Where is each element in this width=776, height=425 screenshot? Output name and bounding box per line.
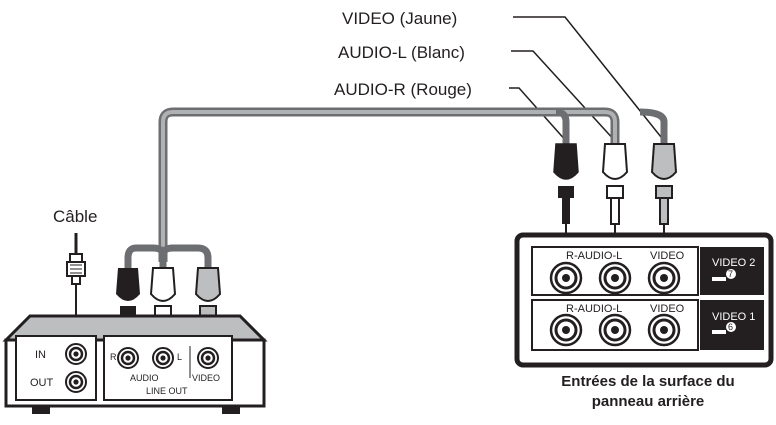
rca-jack-icon	[598, 313, 632, 347]
tv-badge-video1: VIDEO 1	[712, 311, 755, 323]
leader-video	[513, 16, 666, 143]
tv-badge-bar	[712, 277, 726, 281]
vcr-l-label: L	[177, 352, 182, 362]
tv-badge-num-bg	[726, 269, 736, 279]
rca-jack-icon	[647, 313, 681, 347]
label-cable: Câble	[53, 207, 97, 226]
tv-badge-bar	[712, 330, 726, 334]
coax-plug-icon	[66, 253, 86, 285]
tv-badge-video2: VIDEO 2	[712, 257, 755, 269]
label-audio-r-cable: AUDIO-R (Rouge)	[334, 80, 472, 99]
cable-bundle	[124, 107, 668, 268]
tv-row2-r-audio-l: R-AUDIO-L	[566, 303, 622, 315]
tv-panel-caption-line1: Entrées de la surface du	[561, 373, 734, 390]
vcr-device: IN OUT R L AUDIO VIDEO LINE OUT	[2, 314, 268, 414]
rca-jack-icon	[196, 346, 220, 370]
vcr-video-label: VIDEO	[192, 373, 220, 383]
label-video-cable: VIDEO (Jaune)	[342, 9, 457, 28]
tv-panel-caption-line2: panneau arrière	[592, 393, 705, 410]
vcr-r-label: R	[110, 352, 117, 362]
rca-jack-icon	[116, 346, 140, 370]
tv-plugs	[553, 143, 678, 248]
rca-plug-icon	[650, 143, 678, 248]
tv-row1-video: VIDEO	[650, 250, 685, 262]
vcr-in-label: IN	[35, 349, 46, 361]
rca-plug-icon	[553, 143, 579, 248]
tv-row1-r-audio-l: R-AUDIO-L	[566, 250, 622, 262]
rca-jack-icon	[549, 261, 583, 295]
coax-jack-icon	[64, 370, 88, 394]
tv-rear-panel: R-AUDIO-L VIDEO VIDEO 2 7 R-AUDIO-L VIDE…	[514, 232, 774, 368]
rca-jack-icon	[151, 346, 175, 370]
tv-badge-num-7: 7	[728, 269, 733, 279]
vcr-line-out-label: LINE OUT	[146, 386, 188, 396]
antenna-cable: Câble	[53, 207, 97, 340]
tv-badge-num-bg	[726, 322, 736, 332]
tv-badge-num-6: 6	[728, 322, 733, 332]
rca-jack-icon	[647, 261, 681, 295]
vcr-audio-label: AUDIO	[130, 373, 159, 383]
tv-row2-video: VIDEO	[650, 303, 685, 315]
vcr-out-label: OUT	[30, 377, 54, 389]
rca-jack-icon	[598, 261, 632, 295]
rca-jack-icon	[549, 313, 583, 347]
coax-jack-icon	[64, 342, 88, 366]
label-audio-l-cable: AUDIO-L (Blanc)	[338, 43, 465, 62]
leader-audio-r	[509, 87, 568, 143]
rca-plug-icon	[601, 143, 629, 248]
